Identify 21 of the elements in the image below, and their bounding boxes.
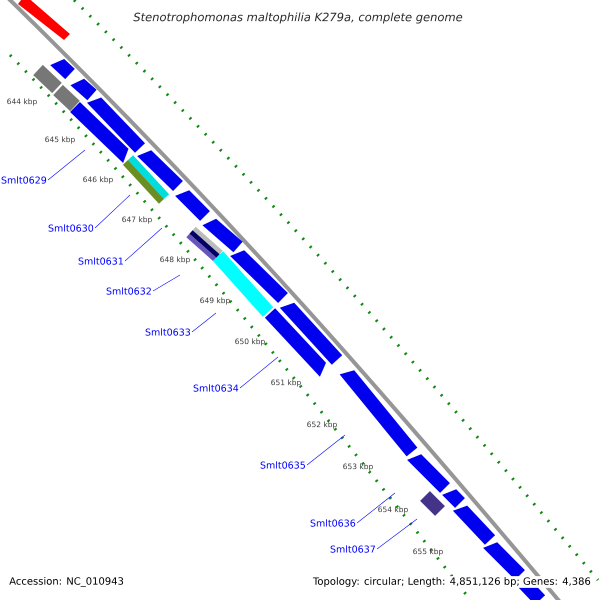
leader-line bbox=[356, 492, 396, 524]
gene-label: Smlt0635 bbox=[260, 461, 305, 469]
gene-label: Smlt0637 bbox=[330, 545, 375, 553]
leader-line bbox=[94, 194, 130, 228]
gene-label: Smlt0634 bbox=[194, 384, 238, 392]
title: Stenotrophomonas maltophilia K279a, complete genome bbox=[133, 12, 462, 24]
leader-line bbox=[376, 518, 418, 550]
footer-text: Accession: NC_010943 bbox=[8, 576, 125, 588]
gene-label: Smlt0633 bbox=[146, 328, 190, 336]
gene-label: Smlt0629 bbox=[2, 176, 46, 184]
leader-line bbox=[124, 228, 162, 262]
leader-line bbox=[48, 150, 86, 180]
leader-line bbox=[306, 434, 346, 466]
footer-text: Topology: circular; Length: 4,851,126 bp; Genes: 4,386 bbox=[312, 576, 592, 588]
leader-line bbox=[152, 274, 180, 292]
leader-line bbox=[240, 356, 278, 388]
gene-label: Smlt0632 bbox=[106, 287, 151, 295]
gene-label: Smlt0630 bbox=[48, 224, 94, 232]
gene-label: Smlt0631 bbox=[78, 257, 123, 265]
gene-label: Smlt0636 bbox=[310, 519, 356, 527]
leader-line bbox=[192, 312, 216, 332]
